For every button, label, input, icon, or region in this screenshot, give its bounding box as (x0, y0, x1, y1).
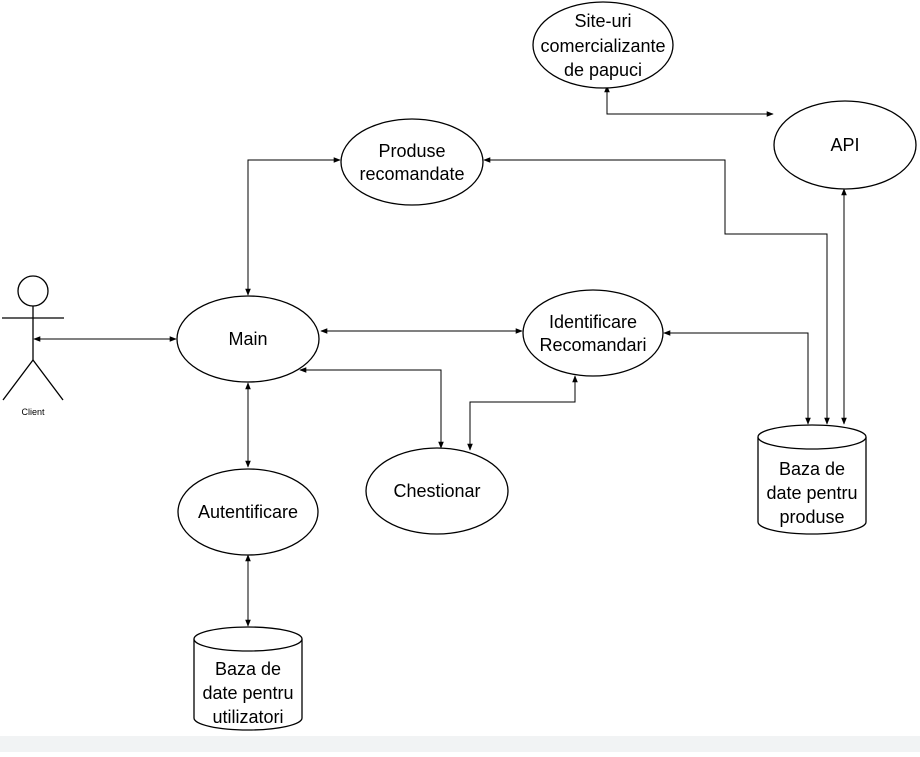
node-api-label: API (830, 135, 859, 155)
node-produse-recomandate[interactable]: Produse recomandate (340, 118, 484, 206)
node-site-uri-label-1: Site-uri (574, 11, 631, 31)
edges (33, 85, 847, 627)
edge-site-uri-api (604, 85, 774, 117)
node-site-uri-label-3: de papuci (564, 60, 642, 80)
node-chestionar[interactable]: Chestionar (365, 447, 509, 535)
node-identificare-recomandari[interactable]: Identificare Recomandari (522, 289, 664, 377)
node-site-uri[interactable]: Site-uri comercializante de papuci (532, 1, 674, 89)
node-db-produse[interactable]: Baza de date pentru produse (757, 424, 867, 535)
node-site-uri-label-2: comercializante (540, 36, 665, 56)
node-api[interactable]: API (773, 100, 917, 190)
node-produse-label-2: recomandate (359, 164, 464, 184)
node-db-utilizatori-label-3: utilizatori (212, 707, 283, 727)
node-produse-label-1: Produse (378, 141, 445, 161)
client-actor (2, 275, 64, 401)
node-db-utilizatori-label-1: Baza de (215, 659, 281, 679)
actor-right-leg (32, 359, 64, 401)
node-identificare-label-2: Recomandari (539, 335, 646, 355)
edge-main-produse (245, 157, 341, 296)
node-db-utilizatori[interactable]: Baza de date pentru utilizatori (193, 626, 303, 731)
node-db-produse-label-3: produse (779, 507, 844, 527)
actor-head (17, 275, 49, 307)
bottom-strip (0, 736, 920, 752)
edge-main-chestionar (299, 367, 444, 449)
node-main-label: Main (228, 329, 267, 349)
node-db-utilizatori-label-2: date pentru (202, 683, 293, 703)
node-db-produse-label-1: Baza de (779, 459, 845, 479)
node-autentificare-label: Autentificare (198, 502, 298, 522)
node-autentificare[interactable]: Autentificare (177, 468, 319, 556)
node-identificare-label-1: Identificare (549, 312, 637, 332)
edge-produse-db-produse (483, 157, 830, 425)
edge-chestionar-identificare (467, 375, 578, 451)
edge-identificare-db-produse (663, 330, 811, 425)
actor-label: Client (21, 407, 45, 417)
node-main[interactable]: Main (176, 295, 320, 383)
actor-left-leg (2, 359, 34, 401)
node-db-produse-label-2: date pentru (766, 483, 857, 503)
node-chestionar-label: Chestionar (393, 481, 480, 501)
